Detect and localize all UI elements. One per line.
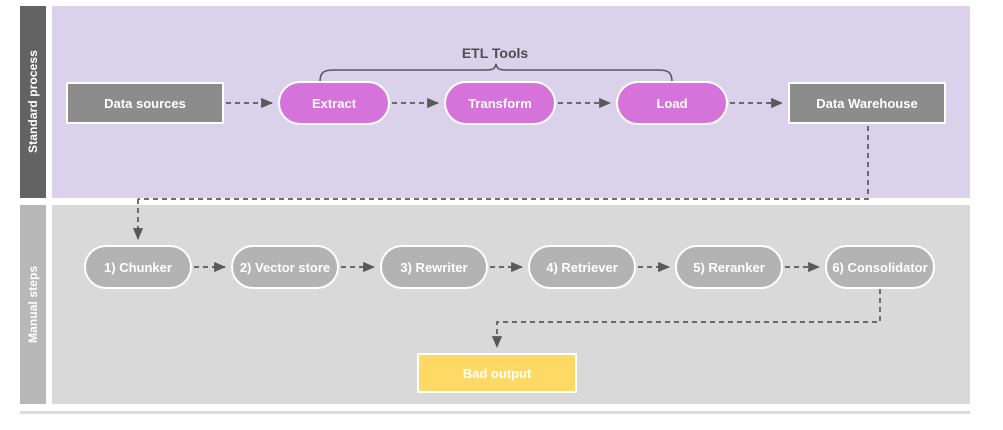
- node-vector-store[interactable]: 2) Vector store: [231, 245, 339, 289]
- node-rewriter[interactable]: 3) Rewriter: [380, 245, 488, 289]
- node-consolidator[interactable]: 6) Consolidator: [825, 245, 935, 289]
- etl-tools-label: ETL Tools: [461, 45, 529, 61]
- node-extract[interactable]: Extract: [278, 81, 390, 125]
- node-data-warehouse[interactable]: Data Warehouse: [788, 82, 946, 124]
- node-reranker[interactable]: 5) Reranker: [675, 245, 783, 289]
- bottom-divider: [20, 411, 970, 414]
- node-data-sources[interactable]: Data sources: [66, 82, 224, 124]
- node-bad-output[interactable]: Bad output: [417, 353, 577, 393]
- node-transform[interactable]: Transform: [444, 81, 556, 125]
- node-chunker[interactable]: 1) Chunker: [84, 245, 192, 289]
- lane-label-standard-process: Standard process: [20, 6, 46, 198]
- node-retriever[interactable]: 4) Retriever: [528, 245, 636, 289]
- node-load[interactable]: Load: [616, 81, 728, 125]
- lane-label-manual-steps: Manual steps: [20, 205, 46, 404]
